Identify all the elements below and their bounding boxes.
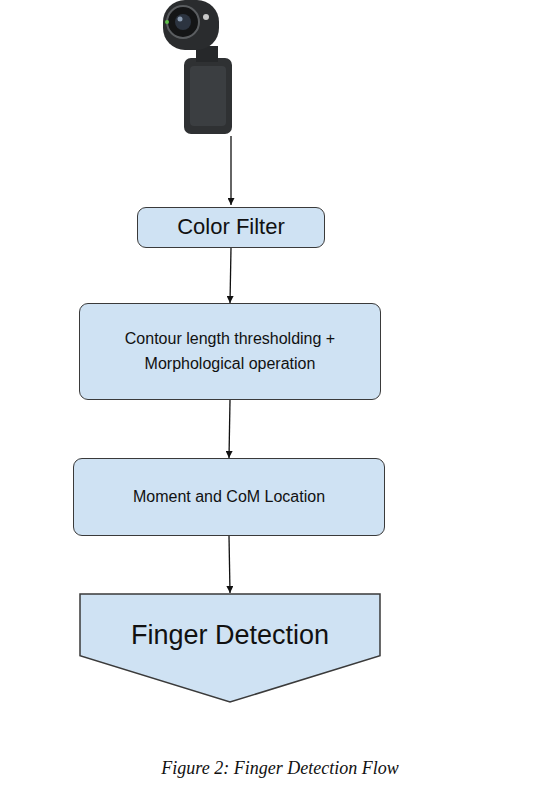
process-box: Moment and CoM Location (73, 458, 385, 536)
box-label: Contour length thresholding + Morphologi… (123, 327, 338, 377)
webcam-head (163, 0, 219, 50)
flow-arrow (229, 400, 230, 458)
figure-caption: Figure 2: Finger Detection Flow (0, 758, 560, 779)
webcam-light (165, 20, 169, 24)
flow-arrow (229, 536, 230, 593)
output-pentagon: Finger Detection (79, 593, 381, 703)
webcam-clip-face (190, 66, 226, 126)
flow-arrow (230, 248, 231, 303)
box-label: Finger Detection (131, 619, 329, 651)
box-label: Moment and CoM Location (133, 487, 325, 508)
webcam (163, 0, 232, 134)
camera-arrow (230, 136, 231, 205)
process-box: Contour length thresholding + Morphologi… (79, 303, 381, 400)
box-label: Color Filter (177, 214, 285, 240)
webcam-lens-glint (178, 17, 183, 22)
webcam-lens-ring (167, 6, 199, 38)
webcam-clip (184, 58, 232, 134)
webcam-lens (175, 14, 191, 30)
webcam-logo (203, 14, 209, 20)
process-box: Color Filter (137, 207, 325, 248)
pentagon-shape (80, 594, 380, 702)
